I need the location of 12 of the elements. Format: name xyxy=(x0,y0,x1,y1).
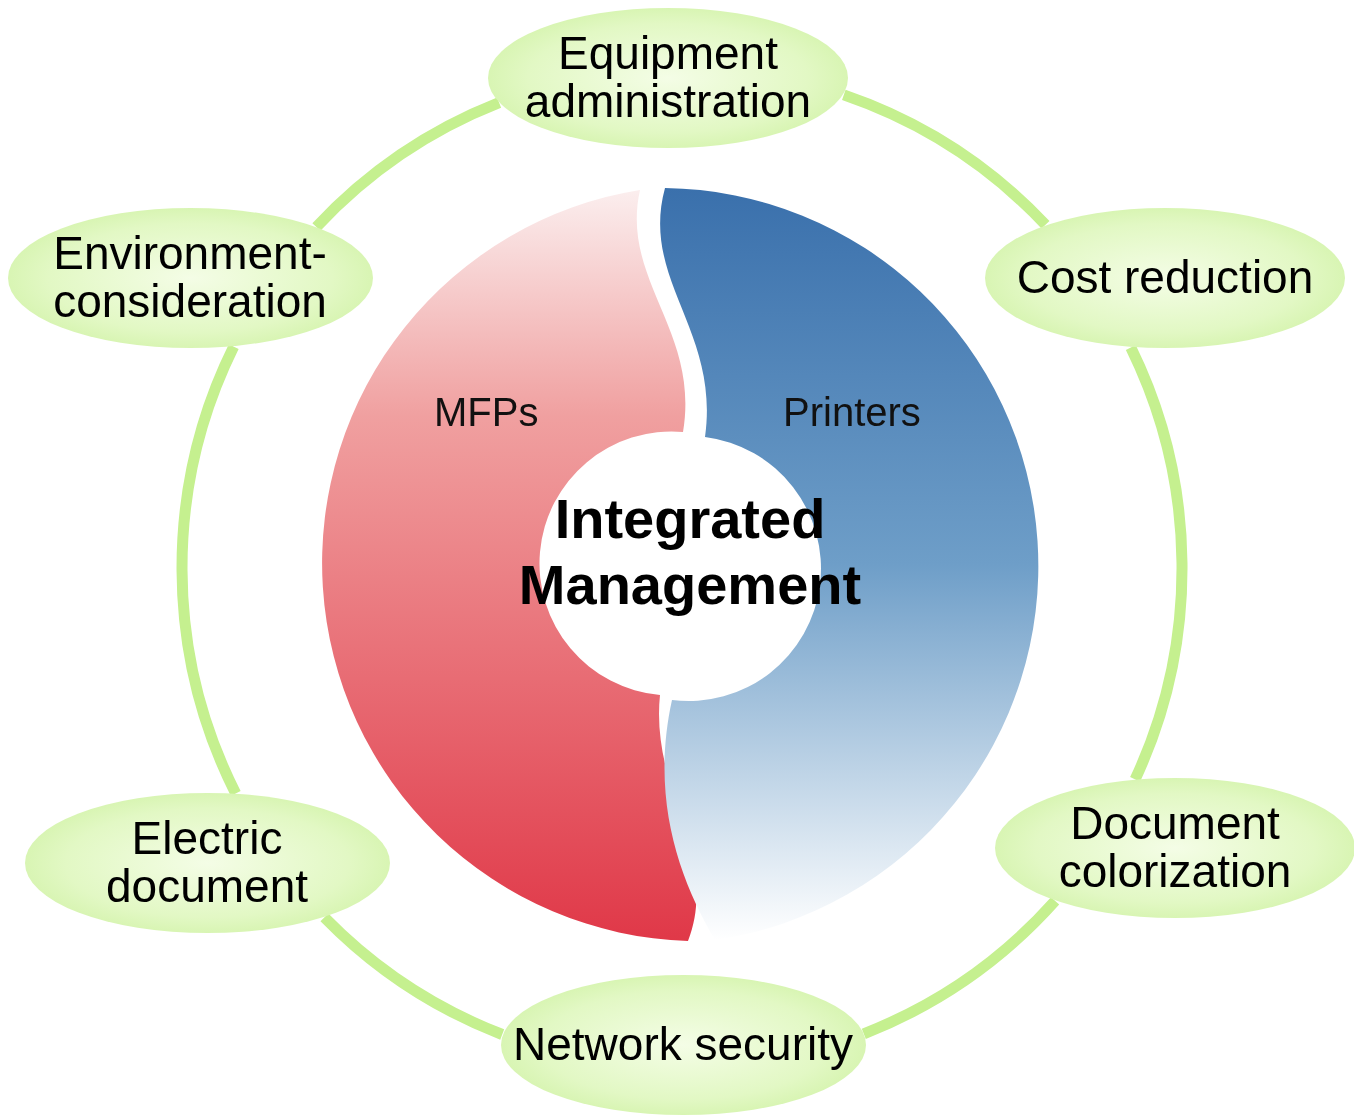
segment-label: Printers xyxy=(783,390,921,435)
ring-connector xyxy=(861,897,1059,1039)
topic-label: Environment- consideration xyxy=(52,230,328,326)
topic-label: Cost reduction xyxy=(1016,254,1314,302)
topic-label: Electric document xyxy=(105,815,309,911)
ring-connector xyxy=(320,913,505,1040)
ring-connector xyxy=(841,89,1050,229)
segment-label: MFPs xyxy=(434,390,539,435)
topic-label: Network security xyxy=(513,1021,853,1069)
ring-connector xyxy=(312,97,502,231)
topic-label: Equipment administration xyxy=(523,30,813,126)
topic-label: Document colorization xyxy=(1057,800,1293,896)
